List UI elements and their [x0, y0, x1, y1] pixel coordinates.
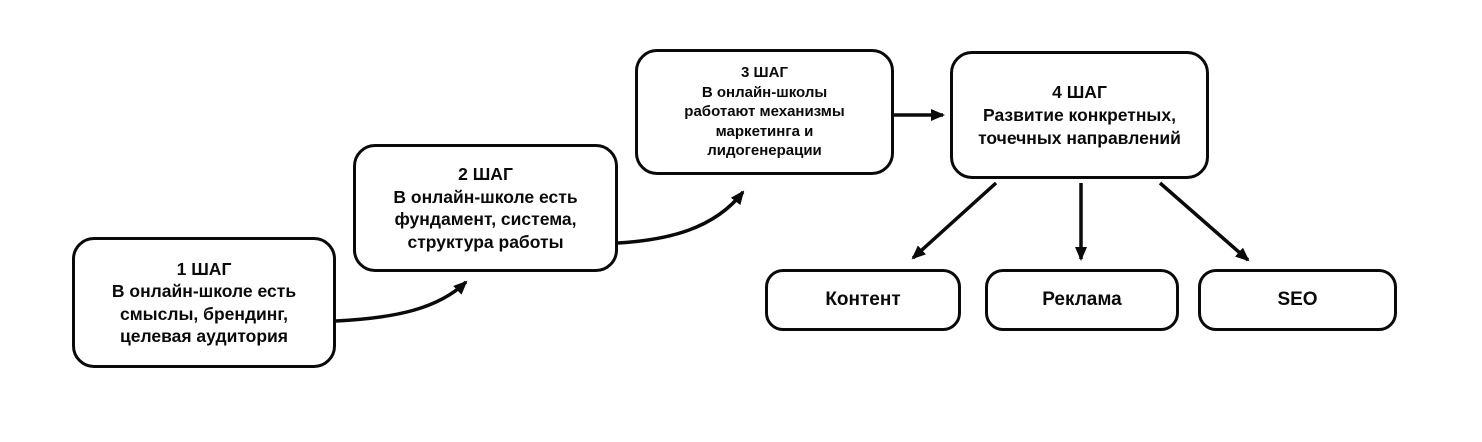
step-1-title: 1 ШАГ	[176, 258, 232, 279]
direction-box-reklama: Реклама	[985, 269, 1179, 331]
step-2-body: В онлайн-школе есть фундамент, система, …	[393, 186, 578, 252]
arrow-step4-to-seo	[1158, 181, 1250, 262]
direction-box-seo: SEO	[1198, 269, 1397, 331]
step-2-box: 2 ШАГ В онлайн-школе есть фундамент, сис…	[353, 144, 618, 272]
direction-box-kontent: Контент	[765, 269, 961, 331]
arrow-step1-to-step2	[335, 280, 468, 323]
arrow-step4-to-kontent	[911, 181, 998, 260]
direction-label-kontent: Контент	[825, 289, 901, 310]
step-3-body: В онлайн-школы работают механизмы маркет…	[684, 83, 845, 160]
step-2-title: 2 ШАГ	[458, 164, 513, 184]
step-1-body: В онлайн-школе есть смыслы, брендинг, це…	[111, 281, 297, 346]
step-4-box: 4 ШАГ Развитие конкретных, точечных напр…	[950, 51, 1209, 179]
arrow-step2-to-step3	[617, 190, 745, 245]
step-4-body: Развитие конкретных, точечных направлени…	[978, 104, 1181, 148]
step-3-title: 3 ШАГ	[741, 64, 788, 82]
step-4-title: 4 ШАГ	[1052, 81, 1107, 102]
step-3-box: 3 ШАГ В онлайн-школы работают механизмы …	[635, 49, 894, 175]
step-1-box: 1 ШАГ В онлайн-школе есть смыслы, бренди…	[72, 237, 336, 368]
direction-label-reklama: Реклама	[1042, 289, 1122, 310]
direction-label-seo: SEO	[1277, 289, 1318, 310]
